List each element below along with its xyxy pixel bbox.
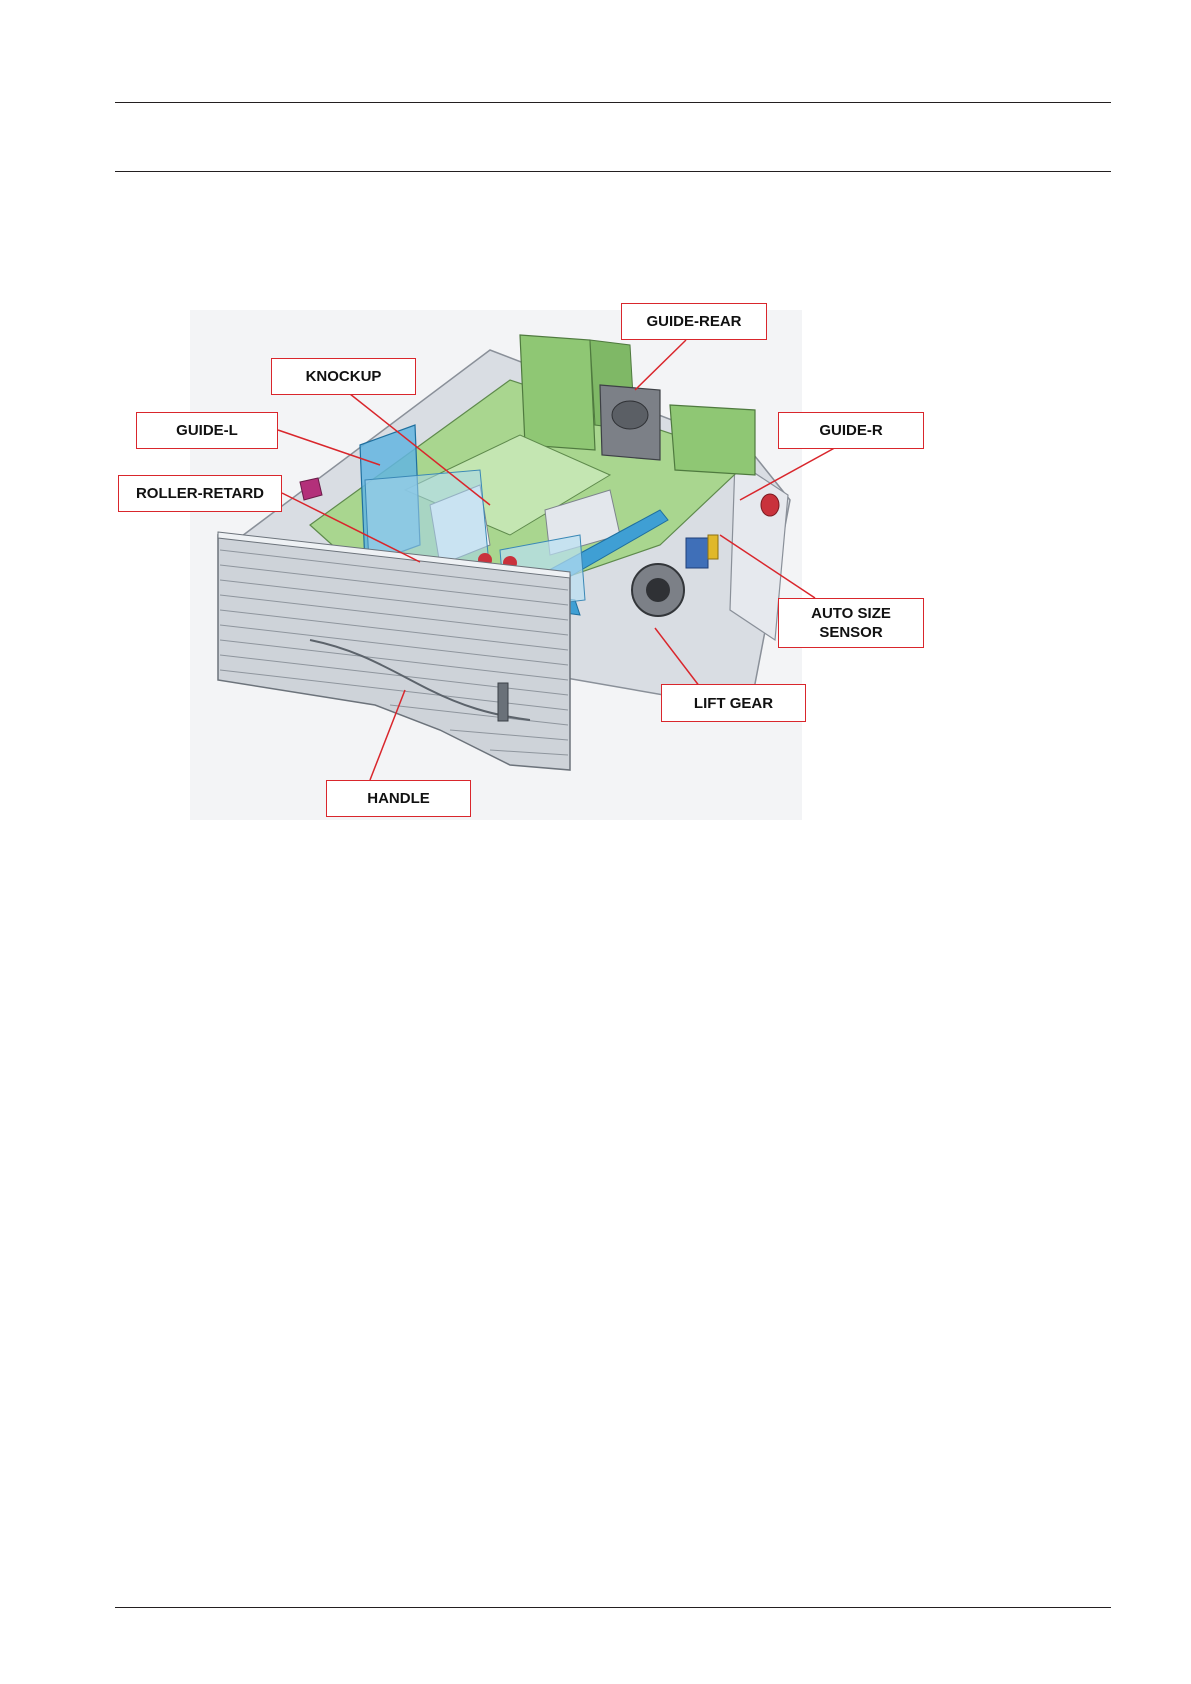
footer-rule — [115, 1607, 1111, 1608]
rear-block-left — [520, 335, 595, 450]
callout-lift-gear: LIFT GEAR — [661, 684, 806, 722]
callout-guide-rear: GUIDE-REAR — [621, 303, 767, 340]
callout-guide-l: GUIDE-L — [136, 412, 278, 449]
header-rule-top — [115, 102, 1111, 103]
rear-block-right — [670, 405, 755, 475]
guide-rear-hub — [612, 401, 648, 429]
callout-handle: HANDLE — [326, 780, 471, 817]
right-knob — [761, 494, 779, 516]
callout-guide-r: GUIDE-R — [778, 412, 924, 449]
handle-slot — [498, 683, 508, 721]
callout-knockup: KNOCKUP — [271, 358, 416, 395]
callout-roller-retard: ROLLER-RETARD — [118, 475, 282, 512]
header-rule-bottom — [115, 171, 1111, 172]
callout-auto-size-sensor: AUTO SIZE SENSOR — [778, 598, 924, 648]
auto-size-sensor-part — [686, 538, 708, 568]
